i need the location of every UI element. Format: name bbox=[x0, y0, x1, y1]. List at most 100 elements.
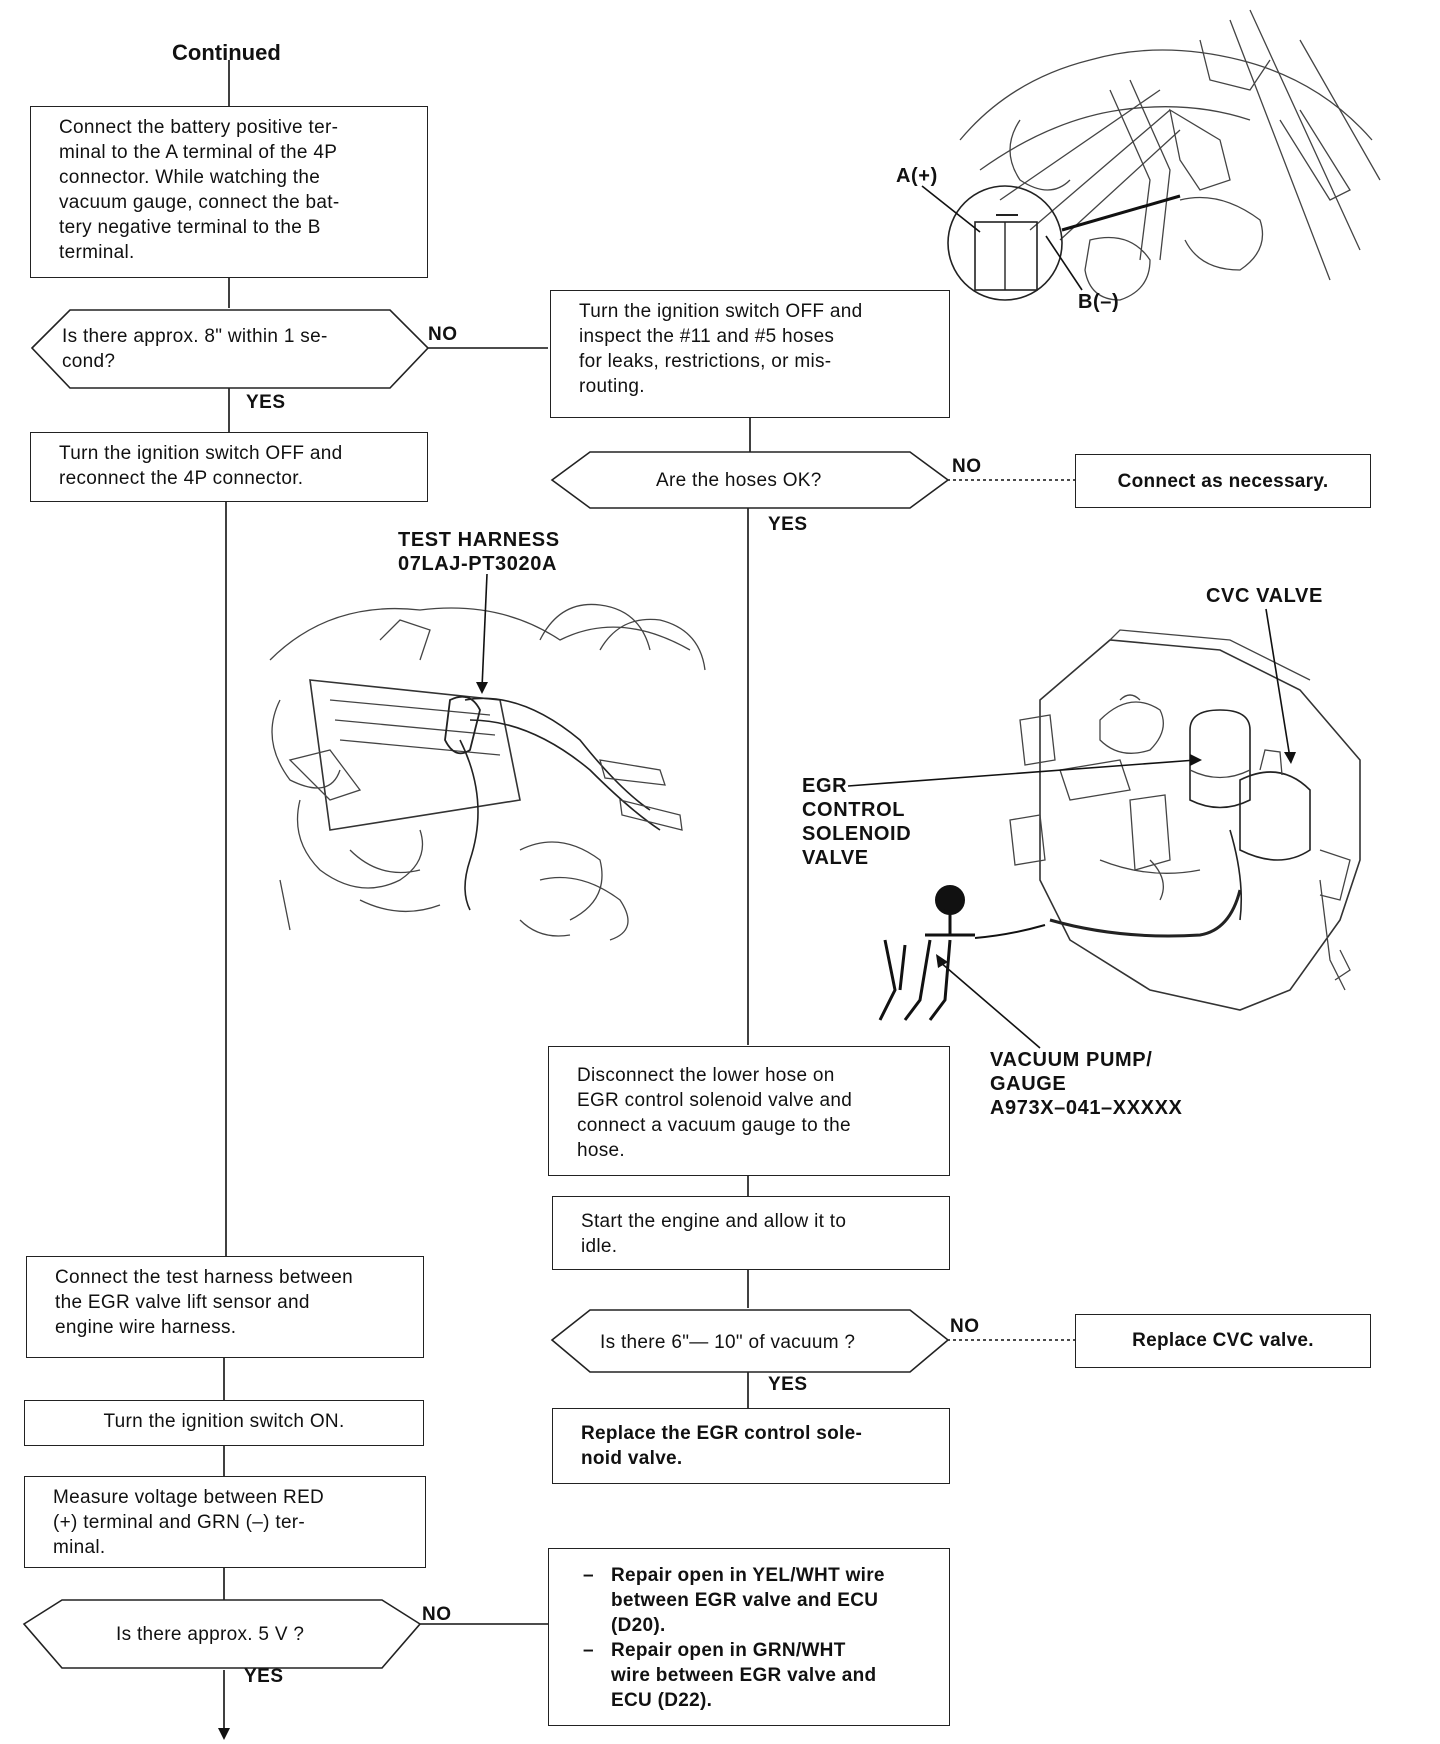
step-inspect-hoses: Turn the ignition switch OFF and inspect… bbox=[550, 290, 950, 418]
step-text: Replace the EGR control sole- noid valve… bbox=[581, 1421, 921, 1471]
text-line: Replace CVC valve. bbox=[1132, 1330, 1314, 1351]
text-line: (+) terminal and GRN (–) ter- bbox=[53, 1512, 306, 1533]
text-line: Connect the test harness between bbox=[55, 1267, 353, 1288]
leader-line bbox=[847, 759, 1197, 787]
text-line: Turn the ignition switch ON. bbox=[103, 1411, 345, 1432]
arrow-icon bbox=[936, 954, 948, 968]
step-text: Measure voltage between RED (+) terminal… bbox=[53, 1485, 397, 1560]
text-line: inspect the #11 and #5 hoses bbox=[579, 326, 835, 347]
cvc-valve-label: CVC VALVE bbox=[1206, 585, 1323, 607]
leader-line bbox=[1045, 235, 1083, 291]
text-line: EGR bbox=[802, 775, 848, 797]
text-line: Repair open in GRN/WHT bbox=[611, 1640, 846, 1661]
no-label: NO bbox=[428, 324, 458, 345]
step-start-engine: Start the engine and allow it to idle. bbox=[552, 1196, 950, 1270]
decision-vacuum-text: Is there 6"— 10" of vacuum ? bbox=[600, 1332, 856, 1353]
arrow-icon bbox=[1190, 754, 1202, 766]
text-line: connector. While watching the bbox=[59, 167, 321, 188]
terminal-a-label: A(+) bbox=[896, 165, 938, 187]
step-ignition-on: Turn the ignition switch ON. bbox=[24, 1400, 424, 1446]
text-line: wire between EGR valve and bbox=[611, 1665, 877, 1686]
yes-label: YES bbox=[768, 1374, 808, 1395]
text-line: A973X–041–XXXXX bbox=[990, 1097, 1183, 1119]
text-line: noid valve. bbox=[581, 1448, 683, 1469]
text-line: terminal. bbox=[59, 242, 135, 263]
text-line: 07LAJ-PT3020A bbox=[398, 553, 557, 575]
step-text: Turn the ignition switch OFF and reconne… bbox=[59, 441, 399, 491]
text-line: Measure voltage between RED bbox=[53, 1487, 325, 1508]
text-line: between EGR valve and ECU bbox=[611, 1590, 879, 1611]
result-replace-cvc-valve: Replace CVC valve. bbox=[1075, 1314, 1371, 1368]
text-line: cond? bbox=[62, 351, 116, 372]
text-line: routing. bbox=[579, 376, 645, 397]
text-line: ECU (D22). bbox=[611, 1690, 713, 1711]
step-connect-battery: Connect the battery positive ter- minal … bbox=[30, 106, 428, 278]
text-line: TEST HARNESS bbox=[398, 529, 560, 551]
repair-list: Repair open in YEL/WHT wire between EGR … bbox=[581, 1563, 921, 1713]
leader-line bbox=[1265, 608, 1291, 759]
text-line: CONTROL bbox=[802, 799, 906, 821]
text-line: Connect as necessary. bbox=[1117, 471, 1329, 492]
text-line: SOLENOID bbox=[802, 823, 912, 845]
result-connect-as-necessary: Connect as necessary. bbox=[1075, 454, 1371, 508]
connector-illustration bbox=[947, 9, 1381, 301]
arrow-icon bbox=[1284, 752, 1296, 764]
text-line: Disconnect the lower hose on bbox=[577, 1065, 835, 1086]
decision-shape bbox=[550, 1309, 950, 1373]
continue-arrow-icon bbox=[218, 1728, 230, 1740]
text-line: Replace the EGR control sole- bbox=[581, 1423, 863, 1444]
yes-label: YES bbox=[244, 1666, 284, 1687]
leader-line bbox=[921, 185, 981, 233]
decision-8in-text: Is there approx. 8" within 1 se- cond? bbox=[62, 324, 328, 374]
no-label: NO bbox=[950, 1316, 980, 1337]
step-text: Start the engine and allow it to idle. bbox=[581, 1209, 921, 1259]
no-label: NO bbox=[952, 456, 982, 477]
step-disconnect-hose: Disconnect the lower hose on EGR control… bbox=[548, 1046, 950, 1176]
text-line: idle. bbox=[581, 1236, 618, 1257]
text-line: Turn the ignition switch OFF and bbox=[59, 443, 343, 464]
text-line: GAUGE bbox=[990, 1073, 1067, 1095]
text-line: Turn the ignition switch OFF and bbox=[579, 301, 863, 322]
text-line: minal. bbox=[53, 1537, 106, 1558]
text-line: engine wire harness. bbox=[55, 1317, 237, 1338]
text-line: (D20). bbox=[611, 1615, 666, 1636]
result-repair-open-wires: Repair open in YEL/WHT wire between EGR … bbox=[548, 1548, 950, 1726]
no-label: NO bbox=[422, 1604, 452, 1625]
step-measure-voltage: Measure voltage between RED (+) terminal… bbox=[24, 1476, 426, 1568]
text-line: the EGR valve lift sensor and bbox=[55, 1292, 310, 1313]
repair-item: Repair open in GRN/WHT wire between EGR … bbox=[581, 1638, 921, 1713]
text-line: VALVE bbox=[802, 847, 869, 869]
repair-item: Repair open in YEL/WHT wire between EGR … bbox=[581, 1563, 921, 1638]
arrow-icon bbox=[476, 682, 488, 694]
step-text: Connect the test harness between the EGR… bbox=[55, 1265, 395, 1340]
decision-shape bbox=[550, 451, 950, 509]
text-line: connect a vacuum gauge to the bbox=[577, 1115, 851, 1136]
text-line: Repair open in YEL/WHT wire bbox=[611, 1565, 885, 1586]
text-line: VACUUM PUMP/ bbox=[990, 1049, 1153, 1071]
yes-label: YES bbox=[246, 392, 286, 413]
step-connect-harness: Connect the test harness between the EGR… bbox=[26, 1256, 424, 1358]
text-line: Start the engine and allow it to bbox=[581, 1211, 847, 1232]
step-reconnect: Turn the ignition switch OFF and reconne… bbox=[30, 432, 428, 502]
text-line: reconnect the 4P connector. bbox=[59, 468, 304, 489]
vacuum-pump-label: VACUUM PUMP/ GAUGE A973X–041–XXXXX bbox=[990, 1048, 1182, 1120]
text-line: minal to the A terminal of the 4P bbox=[59, 142, 338, 163]
decision-shape bbox=[30, 309, 430, 389]
cvc-valve-illustration bbox=[878, 629, 1361, 1021]
result-replace-solenoid: Replace the EGR control sole- noid valve… bbox=[552, 1408, 950, 1484]
page-title: Continued bbox=[172, 40, 281, 65]
text-line: Connect the battery positive ter- bbox=[59, 117, 339, 138]
text-line: hose. bbox=[577, 1140, 625, 1161]
text-line: for leaks, restrictions, or mis- bbox=[579, 351, 832, 372]
terminal-b-label: B(–) bbox=[1078, 291, 1120, 313]
text-line: tery negative terminal to the B bbox=[59, 217, 321, 238]
step-text: Turn the ignition switch OFF and inspect… bbox=[579, 299, 921, 399]
decision-hoses-text: Are the hoses OK? bbox=[656, 470, 822, 491]
leader-line bbox=[939, 961, 1041, 1049]
test-harness-label: TEST HARNESS 07LAJ-PT3020A bbox=[398, 528, 560, 576]
test-harness-illustration bbox=[269, 603, 706, 941]
yes-label: YES bbox=[768, 514, 808, 535]
text-line: EGR control solenoid valve and bbox=[577, 1090, 853, 1111]
